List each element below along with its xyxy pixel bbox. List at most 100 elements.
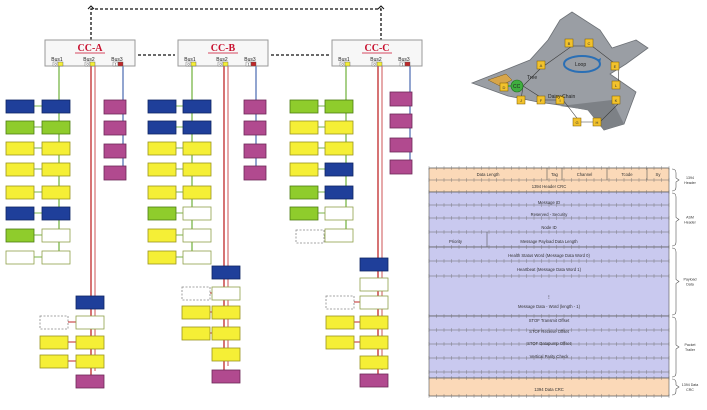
aircraft-node-box	[611, 80, 621, 90]
bus1-node-box	[147, 120, 177, 135]
bus2-node-box	[181, 305, 211, 320]
header-field-label: Sy	[656, 172, 662, 177]
side-brace	[671, 247, 680, 316]
bus1-node-box	[289, 185, 319, 200]
aircraft-node-letter: D	[503, 85, 506, 90]
bus-port-number: 0	[342, 61, 345, 66]
bus1-node-box	[182, 99, 212, 114]
bus1-node-box	[147, 185, 177, 200]
bus-port-number: 0	[188, 61, 191, 66]
aircraft-node-letter: A	[540, 63, 543, 68]
packet-row-label: STOF Receive Offset	[529, 329, 569, 334]
aircraft-node-box	[610, 61, 620, 71]
aircraft-node-letter: I	[559, 98, 560, 103]
bus3-node-box	[243, 165, 267, 181]
bus-port	[250, 61, 257, 67]
cross-channel-controllers: CC-ABus10Bus20Bus31CC-BBus10Bus20Bus31CC…	[44, 39, 423, 67]
header-field-label: Data Length	[477, 172, 500, 177]
aircraft-wiring	[520, 45, 620, 123]
packet-row-label: Message Payload Data Length	[520, 239, 578, 244]
bus1-node-box	[182, 120, 212, 135]
bus-port-number: 1	[115, 61, 118, 66]
aircraft-node-letter: K	[615, 98, 618, 103]
aircraft-node-box	[564, 38, 574, 48]
bus-label: Bus2	[370, 57, 382, 63]
bus2-node-box	[359, 373, 389, 388]
side-label-line: CRC	[686, 388, 694, 392]
bus-port	[404, 61, 411, 67]
controller-label: CC-C	[365, 43, 390, 54]
loop-label: Loop	[575, 62, 586, 68]
cc-node-icon	[510, 79, 524, 93]
bus1-node-box	[324, 99, 354, 114]
bus1-node-box	[289, 162, 319, 177]
bus2-node-box	[325, 315, 355, 330]
bus2-node-box	[181, 326, 211, 341]
side-label-line: Payload	[684, 278, 697, 282]
packet-bands	[428, 166, 670, 398]
aircraft-node-box	[536, 60, 546, 70]
bus1-node-box	[324, 206, 354, 221]
bus-port-number: 0	[374, 61, 377, 66]
aircraft-node-letter: E	[614, 64, 617, 69]
bus1-node-box	[41, 162, 71, 177]
side-label-line: 1394 Data	[682, 383, 699, 387]
bus2-node-box	[325, 335, 355, 350]
aircraft-node-letter: F	[540, 98, 543, 103]
bus1-node-box	[324, 141, 354, 156]
bus1-node-box	[182, 185, 212, 200]
bus-port	[57, 61, 64, 67]
bus-port-number: 1	[248, 61, 251, 66]
bus-topology-diagram: CC-ABus10Bus20Bus31CC-BBus10Bus20Bus31CC…	[5, 5, 423, 389]
side-label-line: Trailer	[685, 348, 696, 352]
bus2-node-box	[325, 295, 355, 310]
bus1-node-box	[5, 120, 35, 135]
aircraft-node-box	[572, 117, 582, 127]
packet-row-label: Vertical Parity Check	[530, 354, 570, 359]
bus1-node-box	[5, 99, 35, 114]
packet-row-label: STOF Transmit Offset	[529, 318, 570, 323]
side-label-line: Packet	[685, 343, 696, 347]
cc-label: CC	[513, 84, 521, 90]
side-label-line: ASM	[686, 216, 694, 220]
bus1-node-box	[147, 250, 177, 265]
bus-port	[117, 61, 124, 67]
bus1-node-box	[147, 141, 177, 156]
band-payload	[428, 246, 670, 317]
bus-label: Bus3	[111, 57, 123, 63]
bus1-node-box	[147, 99, 177, 114]
bus1-node-box	[5, 162, 35, 177]
packet-row-label: Health Status Word (Message Data Word 0)	[508, 253, 590, 258]
bus-port-number: 0	[220, 61, 223, 66]
bus2-node-box	[359, 295, 389, 310]
bus1-node-box	[182, 141, 212, 156]
side-label-line: 1394	[686, 176, 694, 180]
bus1-node-box	[41, 228, 71, 243]
packet-row-label: Reserved - Security	[531, 212, 569, 217]
header-field-label: Channel	[577, 172, 593, 177]
bus1-node-box	[41, 185, 71, 200]
bus2-node-box	[75, 315, 105, 330]
side-brace	[671, 378, 680, 396]
packet-row-label: Heartbeat (Message Data Word 1)	[517, 267, 582, 272]
bus1-node-box	[41, 99, 71, 114]
bus1-node-box	[182, 250, 212, 265]
bus1-node-box	[182, 206, 212, 221]
packet-row-label: Node ID	[541, 225, 556, 230]
bus3-node-box	[103, 120, 127, 136]
bus1-node-box	[41, 120, 71, 135]
bus1-node-box	[5, 141, 35, 156]
side-brace	[671, 168, 680, 192]
bus1-node-box	[147, 162, 177, 177]
bus3-node-box	[103, 99, 127, 115]
packet-row-label: 1394 Data CRC	[534, 387, 564, 392]
header-field-label: Tag	[551, 172, 558, 177]
bus3-node-box	[103, 143, 127, 159]
aircraft-silhouette	[470, 11, 649, 131]
